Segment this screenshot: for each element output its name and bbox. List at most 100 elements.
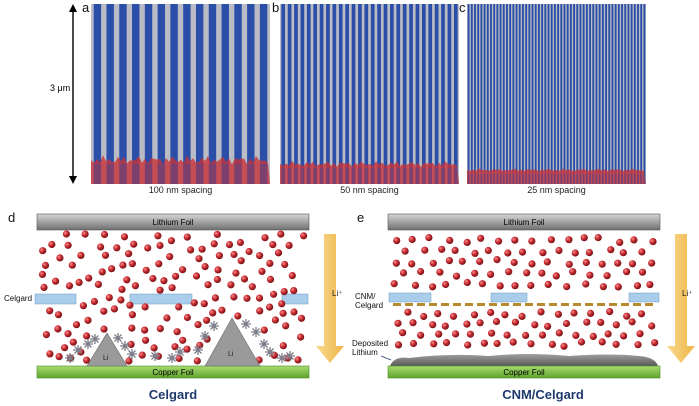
stripe-bar-overlay [643,174,646,184]
stripe-bar [157,4,166,184]
li-ion [156,325,164,333]
li-ion [90,297,98,306]
stripe-bar-overlay [490,174,492,184]
stripe-bar-overlay [195,164,204,184]
li-ion [399,329,407,337]
stripe-bar-overlay [595,174,598,184]
dendrite-spike [193,345,203,355]
li-ion [260,326,268,334]
dendrite-cone-1 [86,332,128,367]
li-ion [142,336,150,344]
li-ion [496,282,504,290]
stripe-bar [579,4,582,184]
stripe-bar-overlay [493,174,496,184]
panel-d-title: Celgard [148,387,198,402]
stripe-bar-overlay [598,174,601,184]
li-ion [434,310,442,318]
li-ion [81,230,89,238]
stripe-panel-c [467,4,646,184]
li-ion [544,322,552,330]
li-ion [42,331,51,339]
stripe-bar [338,4,343,184]
dendrite-spike [285,351,295,361]
lithium-foil-e-label: Lithium Foil [504,218,545,227]
stripe-bar-overlay [319,168,324,184]
stripe-bar-overlay [396,168,401,184]
li-ion [580,234,588,242]
stripe-bar-overlay [332,168,337,184]
li-ion [175,354,183,363]
li-ion [54,311,63,319]
li-ion [471,269,479,277]
cnm-layer-dash [405,303,413,306]
stripe-bar-overlay [512,174,515,184]
li-ion [538,331,547,339]
li-ion [404,308,412,316]
li-ion [261,234,269,242]
stripe-bar-overlay [557,174,560,184]
li-ion [604,330,612,338]
stripe-bar [640,4,643,184]
li-ion [270,290,278,298]
stripe-bar-overlay [370,168,375,184]
cnm-layer-dash [477,303,485,306]
li-ion [594,234,602,242]
li-ion [633,282,642,290]
stripe-bar-overlay [608,174,611,184]
li-ion [436,268,444,276]
li-ion [128,311,136,319]
stripe-bar-overlay [563,174,566,184]
stripe-bar-overlay [144,164,153,184]
li-ion [279,309,287,317]
li-ion [227,281,235,289]
stripe-bar [119,4,127,184]
li-ion [518,248,527,256]
li-ion [548,340,556,348]
li-ion [409,319,417,327]
li-ion-arrow-d-label: Li⁺ [332,289,342,298]
li-ion [282,322,290,330]
stripe-bar-overlay [300,168,305,184]
dendrite-li-1: Li [103,355,109,362]
li-ion [392,259,400,267]
cnm-layer-dash [561,303,569,306]
stripe-panel-b [280,4,459,184]
li-ion [200,300,208,308]
stripe-bar-overlay [627,174,630,184]
li-ion [585,249,593,257]
li-ion [504,249,512,257]
li-ion [65,282,74,290]
stripe-bar [470,4,473,184]
dendrite-spike [251,327,261,337]
li-ion [394,341,403,349]
li-ion [142,266,150,274]
li-ion [614,259,622,267]
cnm-celgard-separator-segment [388,292,432,303]
stripe-bar-overlay [589,174,591,184]
stripe-bar-overlay [281,168,286,184]
li-ion [471,249,479,257]
li-ion [192,272,201,280]
celgard-side-label: Celgard [4,294,33,303]
stripe-bar-overlay [434,168,439,184]
deposited-lithium-label-1: Deposited [352,339,389,348]
li-ion [531,321,539,329]
stripe-bar-overlay [338,168,343,184]
stripe-bar [614,4,617,184]
li-ion [240,275,249,283]
deposited-lithium-layer [390,354,658,366]
stripe-bar-overlay [390,168,394,184]
li-ion [48,240,56,249]
li-ion [464,341,472,349]
stripe-bar-overlay [637,174,639,184]
li-ion [172,272,180,280]
stripe-bar-overlay [525,174,528,184]
stripe-bar-overlay [576,174,579,184]
stripe-bar [506,4,508,184]
cnm-layer-dash [417,303,425,306]
cnm-layer-dash [513,303,521,306]
li-ion [393,237,401,245]
celgard-separator-segment [129,293,193,305]
li-ion [256,252,264,260]
stripe-bar-overlay [640,174,643,184]
